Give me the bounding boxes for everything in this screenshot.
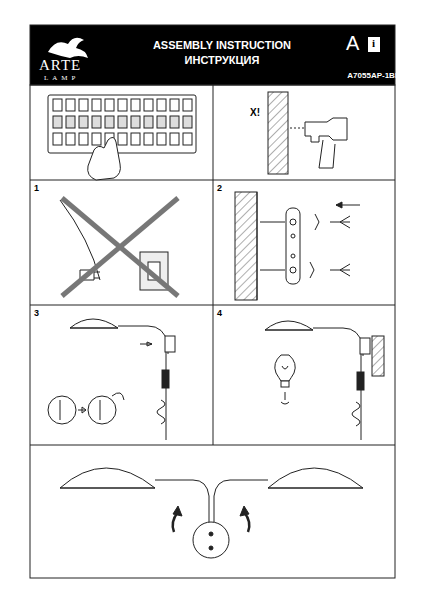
step-number: 4 — [217, 309, 222, 318]
title: ASSEMBLY INSTRUCTION — [153, 40, 291, 51]
model-number: A7055AP-1BK — [347, 72, 400, 80]
step-number: 1 — [34, 184, 39, 193]
subtitle: ИНСТРУКЦИЯ — [185, 55, 260, 66]
info-icon: i — [372, 38, 375, 49]
warning-mark: X! — [250, 108, 260, 118]
logo-text: ARTE — [39, 58, 81, 73]
step-number: 3 — [34, 309, 39, 318]
class-icon: A — [346, 33, 359, 53]
step-number: 2 — [217, 184, 222, 193]
logo-subtext: LAMP — [44, 75, 79, 82]
